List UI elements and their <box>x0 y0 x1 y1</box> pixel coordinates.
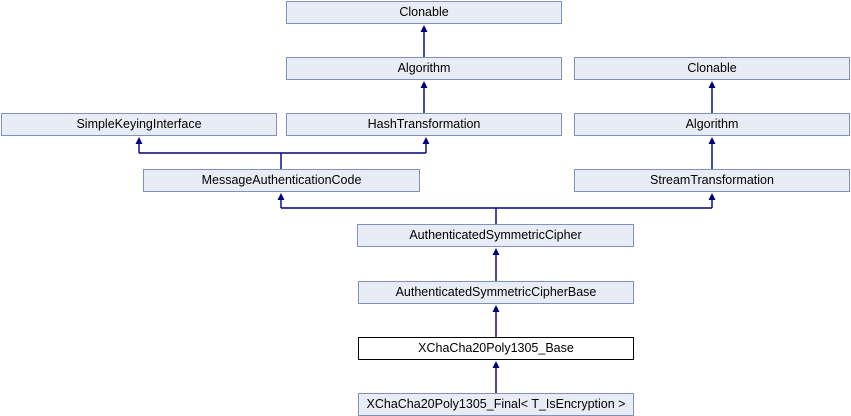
arrowhead <box>708 137 716 144</box>
class-node-message-authentication-code[interactable]: MessageAuthenticationCode <box>143 169 420 192</box>
class-node-algorithm-left[interactable]: Algorithm <box>286 57 562 80</box>
class-node-simple-keying-interface[interactable]: SimpleKeyingInterface <box>1 113 277 136</box>
arrowhead <box>420 25 428 32</box>
class-node-xchacha20poly1305-base-current: XChaCha20Poly1305_Base <box>358 337 634 360</box>
arrowhead <box>708 81 716 88</box>
arrowhead <box>135 137 143 144</box>
class-node-authenticated-symmetric-cipher-base[interactable]: AuthenticatedSymmetricCipherBase <box>358 281 634 304</box>
class-node-authenticated-symmetric-cipher[interactable]: AuthenticatedSymmetricCipher <box>357 224 634 247</box>
class-node-xchacha20poly1305-final[interactable]: XChaCha20Poly1305_Final< T_IsEncryption … <box>358 393 634 416</box>
class-node-hash-transformation[interactable]: HashTransformation <box>286 113 562 136</box>
arrowhead <box>277 193 285 200</box>
class-node-clonable-right[interactable]: Clonable <box>574 57 850 80</box>
arrowhead <box>708 193 716 200</box>
class-node-clonable-top[interactable]: Clonable <box>286 1 562 24</box>
class-node-algorithm-right[interactable]: Algorithm <box>574 113 850 136</box>
class-node-stream-transformation[interactable]: StreamTransformation <box>574 169 850 192</box>
arrowhead <box>422 137 430 144</box>
arrowhead <box>492 305 500 312</box>
arrowhead <box>492 361 500 368</box>
arrowhead <box>492 248 500 255</box>
arrowhead <box>420 81 428 88</box>
